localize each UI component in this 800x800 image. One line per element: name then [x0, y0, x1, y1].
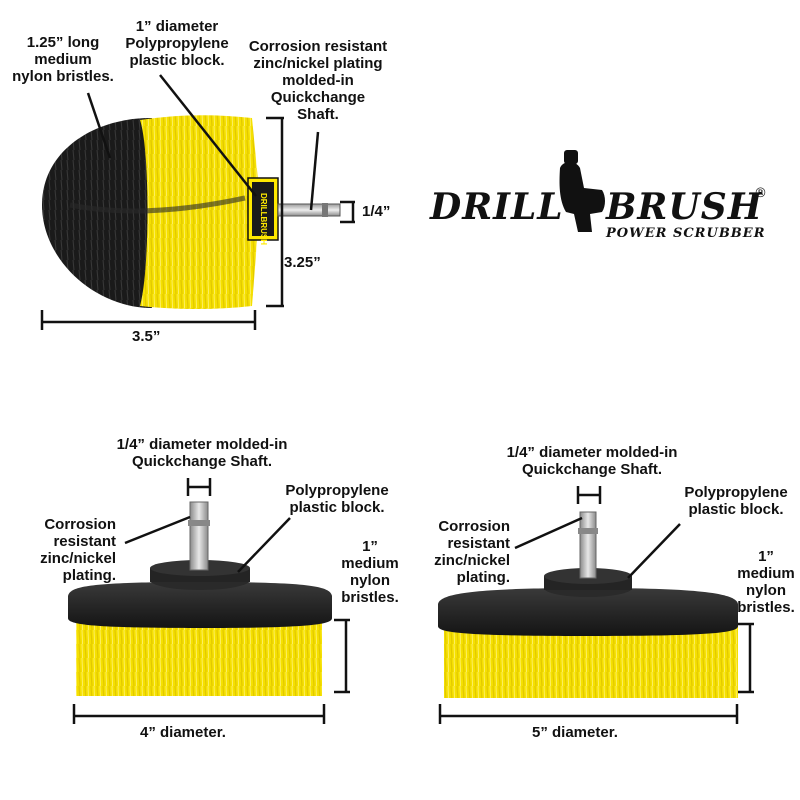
logo-registered-mark: ®: [754, 186, 767, 201]
hex-shaft-5in: [579, 511, 597, 579]
label-5in-bristles: 1” medium nylon bristles.: [737, 548, 795, 616]
hex-shaft-4in: [189, 501, 209, 571]
dim-top-height: 3.25”: [284, 254, 321, 271]
round-brush: [42, 115, 341, 309]
label-top-block: 1” diameter Polypropylene plastic block.: [125, 18, 229, 69]
brush-4in: [68, 501, 332, 696]
black-bristles: [42, 118, 152, 308]
logo-word-drill: DRILL: [430, 186, 564, 228]
bottom-dimension-lines: [72, 478, 754, 724]
label-5in-plating: Corrosion resistant zinc/nickel plating.: [434, 518, 510, 586]
label-top-bristles: 1.25” long medium nylon bristles.: [12, 34, 114, 85]
brush-5in: [438, 511, 738, 698]
logo-tagline: POWER SCRUBBER: [606, 226, 766, 241]
label-top-shaft: Corrosion resistant zinc/nickel plating …: [248, 38, 388, 123]
top-dimension-lines: [40, 74, 355, 330]
yellow-bristles: [140, 115, 258, 309]
dim-4in-diameter: 4” diameter.: [140, 724, 226, 741]
hex-shaft: [277, 203, 341, 217]
dim-top-width: 3.5”: [132, 328, 161, 345]
drill-icon: [559, 150, 605, 232]
label-4in-bristles: 1” medium nylon bristles.: [341, 538, 399, 606]
bristles-4in: [76, 618, 322, 696]
hub-block-print: DRILLBRUSH: [259, 193, 268, 245]
bristles-5in: [444, 626, 738, 698]
label-4in-block: Polypropylene plastic block.: [285, 482, 389, 516]
logo-word-brush: BRUSH: [606, 186, 763, 228]
label-4in-shaft: 1/4” diameter molded-in Quickchange Shaf…: [116, 436, 288, 470]
label-4in-plating: Corrosion resistant zinc/nickel plating.: [40, 516, 116, 584]
label-5in-shaft: 1/4” diameter molded-in Quickchange Shaf…: [506, 444, 678, 478]
dim-top-shaft: 1/4”: [362, 203, 391, 220]
label-5in-block: Polypropylene plastic block.: [684, 484, 788, 518]
dim-5in-diameter: 5” diameter.: [532, 724, 618, 741]
